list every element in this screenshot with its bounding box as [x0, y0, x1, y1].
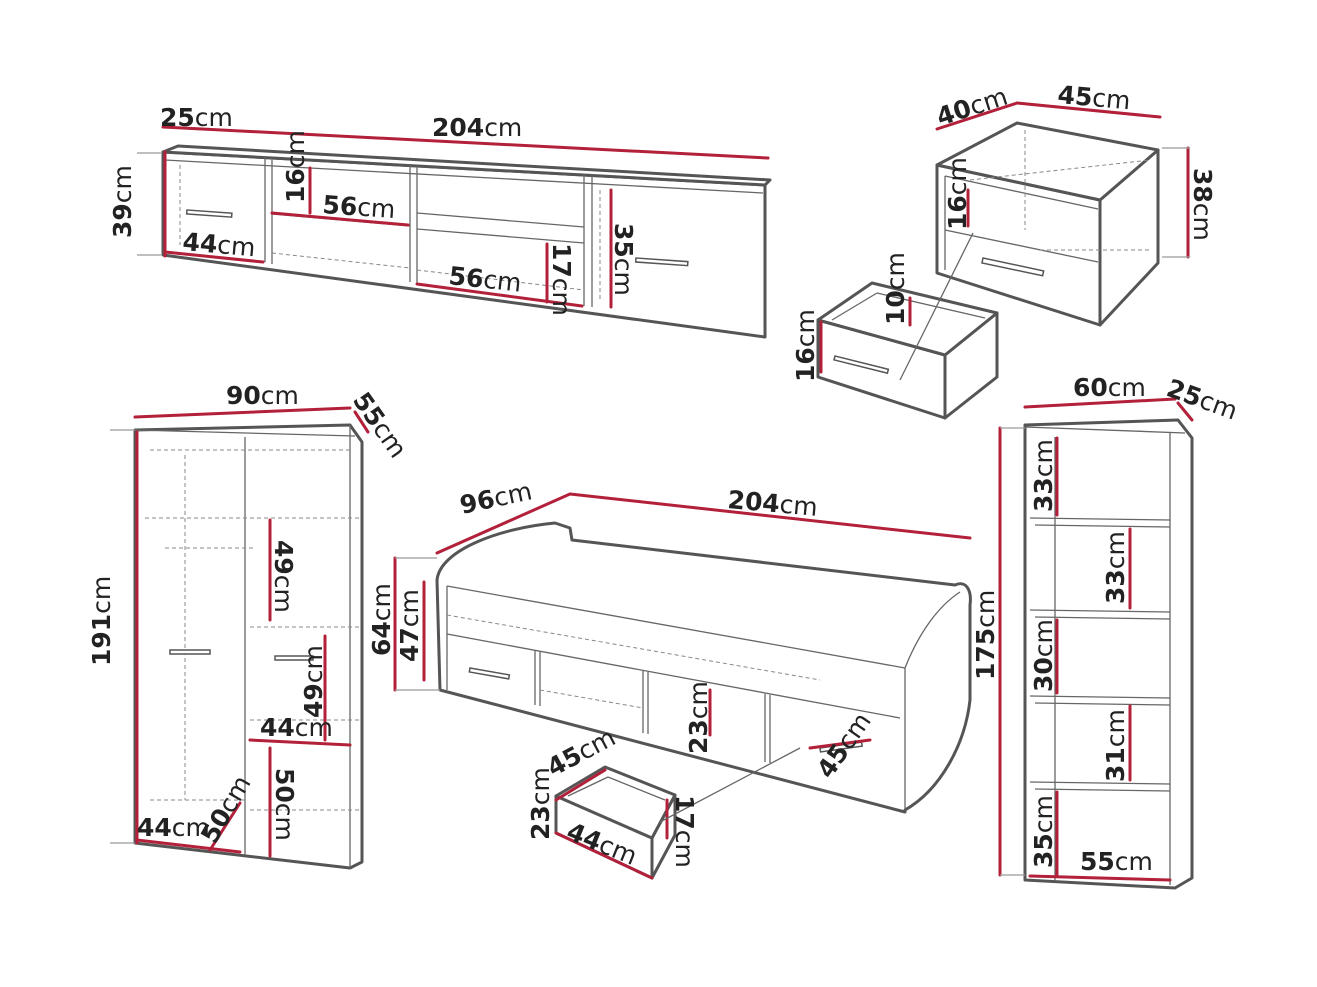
nightstand-depth-label: 40cm	[933, 82, 1011, 132]
bookcase-depth-label: 25cm	[1163, 373, 1241, 425]
tv-depth-label: 25cm	[160, 103, 233, 132]
wardrobe-height-label: 191cm	[87, 576, 116, 666]
bookcase-shelf-2-label: 33cm	[1101, 531, 1130, 604]
bookcase-shelf-5-label: 35cm	[1029, 795, 1058, 868]
tv-door-width-label: 44cm	[181, 227, 256, 262]
tv-lower-height-label: 17cm	[547, 243, 576, 316]
bookcase-width-label: 60cm	[1073, 373, 1146, 402]
bed-length-label: 204cm	[726, 485, 818, 522]
tv-door-height-label: 35cm	[609, 223, 638, 296]
bed-head-height-label: 64cm	[367, 583, 396, 656]
bed-frame-height-label: 47cm	[395, 589, 424, 662]
nightstand-drawer-height-label: 16cm	[791, 309, 820, 382]
bookcase-shelf-1-label: 33cm	[1029, 439, 1058, 512]
tv-shelf-width-upper-label: 56cm	[322, 190, 397, 224]
bed-drawer-inner-label: 17cm	[670, 795, 699, 868]
bookcase-shelf-4-label: 31cm	[1101, 709, 1130, 782]
tv-width-label: 204cm	[432, 113, 522, 142]
wardrobe-upper-shelf-label: 49cm	[269, 540, 298, 613]
nightstand-niche-height-label: 16cm	[943, 157, 972, 230]
nightstand-width-label: 45cm	[1056, 80, 1131, 115]
bookcase	[998, 397, 1194, 890]
wardrobe-door-width-label: 44cm	[137, 813, 210, 842]
tv-unit	[137, 125, 772, 339]
bed-compartment-height-label: 23cm	[684, 681, 713, 754]
wardrobe-bottom-shelf-label: 50cm	[270, 768, 299, 841]
wardrobe-width-label: 90cm	[226, 381, 299, 410]
wardrobe-shelf-width-label: 44cm	[260, 713, 333, 742]
bed	[393, 492, 972, 880]
wardrobe	[110, 406, 370, 870]
tv-height-label: 39cm	[108, 165, 137, 238]
nightstand	[816, 101, 1190, 420]
bookcase-inner-width-label: 55cm	[1080, 847, 1153, 876]
bed-drawer-height-label: 23cm	[526, 767, 555, 840]
tv-shelf-width-lower-label: 56cm	[447, 261, 523, 297]
nightstand-height-label: 38cm	[1188, 168, 1217, 241]
nightstand-drawer-inner-label: 10cm	[881, 252, 910, 325]
bookcase-height-label: 175cm	[971, 590, 1000, 680]
bookcase-shelf-3-label: 30cm	[1029, 619, 1058, 692]
tv-shelf-height-label: 16cm	[281, 130, 310, 203]
wardrobe-middle-shelf-label: 49cm	[299, 645, 328, 718]
